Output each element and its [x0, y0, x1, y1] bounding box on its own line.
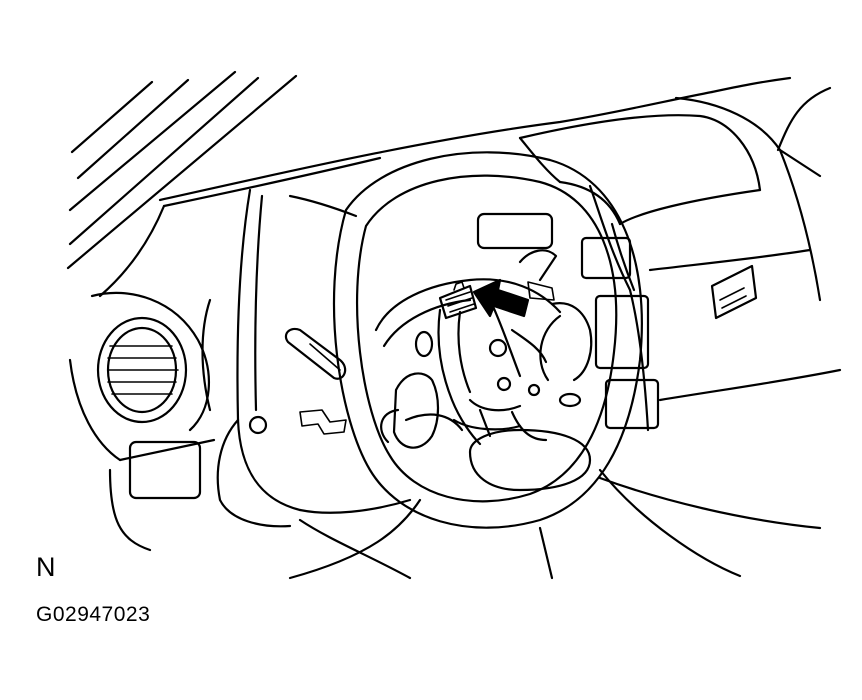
- airbag-connector-icon: [438, 281, 478, 320]
- windshield-lines-icon: [66, 70, 298, 270]
- view-label: N: [36, 552, 56, 582]
- figure-code: G02947023: [36, 603, 151, 626]
- dashboard-outline-icon: [98, 76, 842, 580]
- glove-box-icon: [710, 264, 758, 320]
- pointer-arrow-icon: [472, 278, 530, 318]
- steering-wheel-icon: [332, 151, 643, 529]
- air-vent-icon: [68, 291, 216, 552]
- column-shroud-icon: [201, 188, 412, 528]
